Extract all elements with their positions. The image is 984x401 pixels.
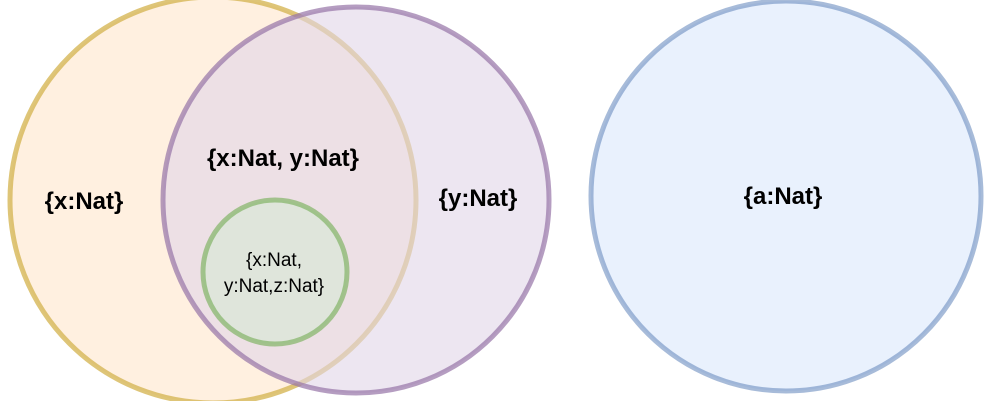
y-nat-label: {y:Nat} <box>439 185 518 212</box>
xyz-nat-circle <box>200 197 350 347</box>
a-nat-circle <box>588 0 984 394</box>
xyz-nat-label-line1: {x:Nat, <box>246 250 302 271</box>
xy-nat-label: {x:Nat, y:Nat} <box>207 145 359 172</box>
xyz-nat-label-line2: y:Nat,z:Nat} <box>224 276 324 297</box>
x-nat-label: {x:Nat} <box>45 188 124 215</box>
a-nat-label: {a:Nat} <box>744 183 823 210</box>
